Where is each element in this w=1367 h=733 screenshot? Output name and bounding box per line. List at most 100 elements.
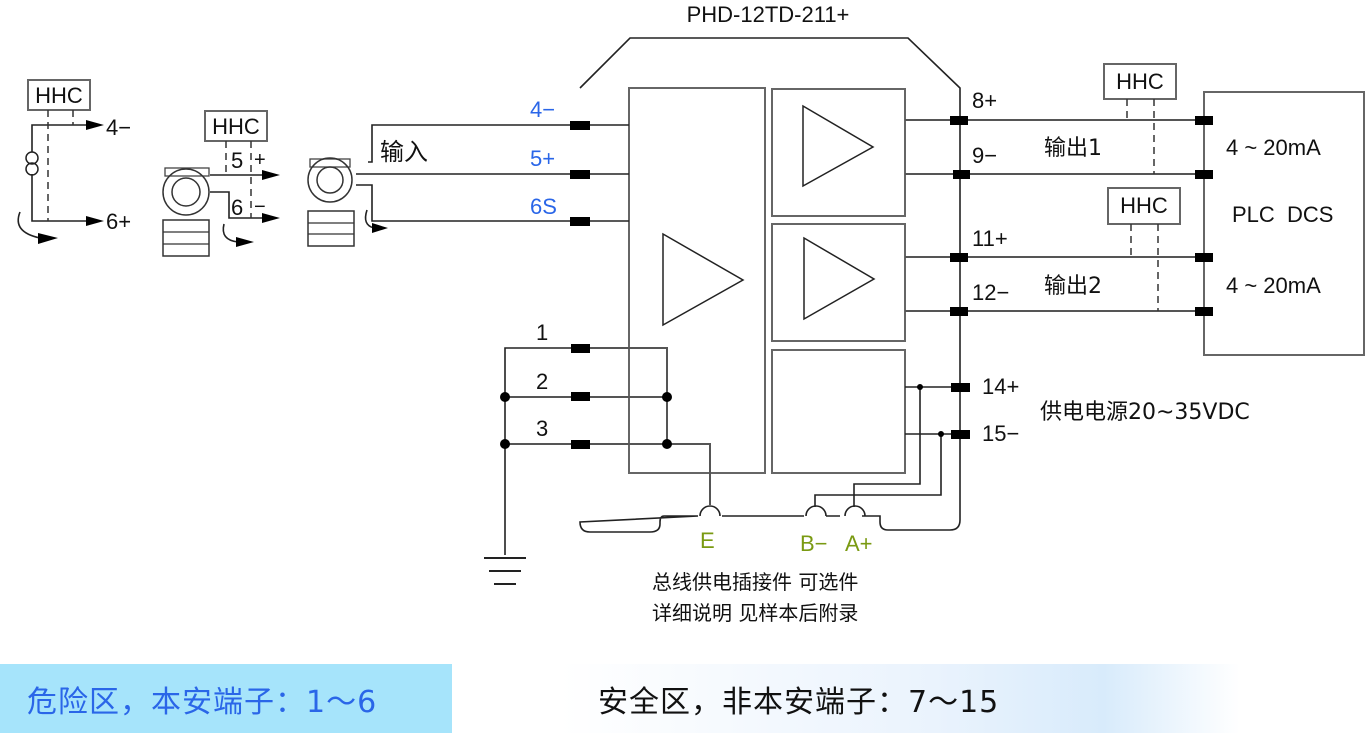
arrow-icon [262,170,280,180]
plc-terminal [1195,170,1213,179]
ground-bus [504,347,580,555]
terminal-11 [950,253,968,262]
transmitter-inner [316,166,344,194]
hhc-output2-label: HHC [1120,193,1168,218]
hhc-field1-box [27,79,91,111]
terminal-1 [571,344,590,353]
amplifier-output2-icon [803,236,876,321]
wire-bus-b [814,434,942,507]
terminal-15 [951,430,970,439]
safe-zone-label: 安全区，非本安端子：7～15 [598,684,1000,720]
plc-title: PLC DCS [1232,202,1333,227]
hhc-output1-box [1103,63,1177,100]
bus-note-line1: 总线供电插接件 可选件 [652,570,858,594]
wire-1-right [580,347,668,444]
power-block [771,349,906,474]
rotation-arrow-icon [222,223,239,243]
output2-block [771,223,906,342]
arrow-icon [236,237,254,247]
transmitter-inner [171,177,201,207]
terminal-9-label: 9− [972,143,997,168]
bus-pin-a-icon [844,505,866,517]
plc-dcs-box [1203,91,1365,356]
device-housing [579,37,961,533]
arrow-icon [38,233,58,244]
rotation-arrow-icon [17,211,41,239]
field1-wire [31,124,92,222]
junction-dot [500,439,510,449]
plc-range1: 4 ~ 20mA [1226,135,1321,160]
terminal-11-label: 11+ [972,226,1008,251]
field2-label-plus: + [254,149,266,171]
hhc-field1-label: HHC [35,83,83,108]
transmitter-cap [164,167,210,177]
plc-terminal [1195,253,1213,262]
wire-4 [368,124,629,163]
field-device-transmitter-a: HHC 5 + 6 − [162,110,280,257]
terminal-4-label: 4− [530,97,555,122]
power-supply-label: 供电电源20~35VDC [1040,400,1250,425]
terminal-12 [950,307,968,316]
transmitter-icon [307,157,353,203]
field1-label-4: 4− [106,115,131,140]
junction-dot [500,392,510,402]
transmitter-body [307,210,355,247]
terminal-8 [950,116,968,125]
transmitter-body [162,219,210,257]
arrow-icon [86,120,104,130]
junction-dot [917,384,923,390]
amplifier-output1-icon [802,104,875,188]
terminal-5-label: 5+ [530,146,555,171]
terminal-2 [571,392,590,401]
terminal-1-label: 1 [536,320,548,345]
terminal-15-label: 15− [982,421,1019,446]
plc-terminal [1195,307,1213,316]
field-device-transmitter-b [307,157,388,247]
junction-dot [662,439,672,449]
device-model-title: PHD-12TD-211+ [687,2,850,27]
terminal-2-label: 2 [536,369,548,394]
safe-zone-banner: 安全区，非本安端子：7～15 [560,664,1240,733]
junction-dot [938,431,944,437]
hhc-field2-box [204,110,268,142]
bus-pin-a-label: A+ [845,531,873,556]
hhc-output1-label: HHC [1116,69,1164,94]
bus-pin-e-icon [699,505,721,517]
terminal-4 [570,121,590,130]
junction-dot [662,392,672,402]
amplifier-input-icon [662,232,745,327]
field2-wire [210,174,266,219]
bus-pin-b-label: B− [800,531,828,556]
hazardous-zone-banner: 危险区，本安端子：1～6 [0,664,452,733]
wire-6 [356,184,629,222]
bus-pin-e-label: E [700,528,715,553]
arrow-icon [262,213,280,223]
wire-3-right [580,443,711,505]
isolator-input-block [628,87,766,474]
field2-label-5: 5 [231,148,243,173]
plc-range2: 4 ~ 20mA [1226,273,1321,298]
field1-label-6: 6+ [106,209,131,234]
plc-terminal [1195,116,1213,125]
bus-note-line2: 详细说明 见样本后附录 [652,601,858,625]
arrow-icon [86,216,104,226]
terminal-14 [951,383,970,392]
field2-label-minus: − [254,196,266,218]
terminal-14-label: 14+ [982,374,1019,399]
arrow-icon [372,223,388,233]
transmitter-icon [162,168,210,216]
terminal-6 [570,217,590,226]
terminal-5 [570,170,590,179]
output1-block [771,88,906,217]
hazardous-zone-label: 危险区，本安端子：1～6 [27,684,378,720]
output1-label: 输出1 [1044,136,1102,161]
current-source-icon [25,162,39,176]
bus-pin-b-icon [805,505,827,517]
current-source-icon [25,151,39,165]
terminal-3-label: 3 [536,416,548,441]
wire-bus-a [853,387,921,507]
field2-label-6: 6 [231,195,243,220]
terminal-12-label: 12− [972,280,1009,305]
terminal-3 [571,440,590,449]
